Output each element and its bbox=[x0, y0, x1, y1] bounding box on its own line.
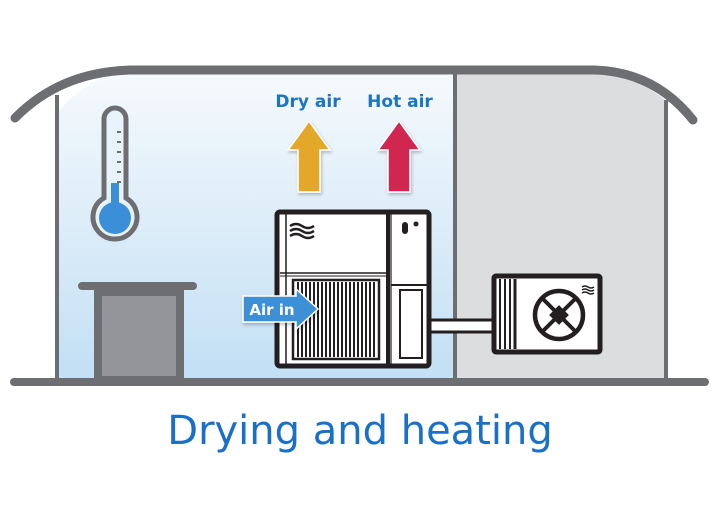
dehumidifier-unit bbox=[274, 209, 432, 369]
dry-air-label: Dry air bbox=[275, 92, 341, 112]
roof-line bbox=[10, 65, 698, 125]
diagram-caption: Drying and heating bbox=[167, 408, 553, 454]
brand-wave-icon bbox=[289, 222, 315, 240]
table-icon bbox=[78, 282, 197, 384]
outdoor-condenser-unit bbox=[491, 273, 603, 355]
air-in-label: Air in bbox=[249, 301, 294, 319]
air-in-badge: Air in bbox=[242, 287, 320, 331]
connection-pipe bbox=[428, 318, 496, 334]
hot-air-label: Hot air bbox=[367, 92, 433, 112]
fan-icon bbox=[532, 288, 586, 342]
hot-air-arrow-icon bbox=[376, 119, 422, 193]
thermometer-icon bbox=[90, 105, 140, 242]
dry-air-arrow-icon bbox=[286, 119, 332, 193]
brand-wave-icon-small bbox=[581, 285, 595, 295]
